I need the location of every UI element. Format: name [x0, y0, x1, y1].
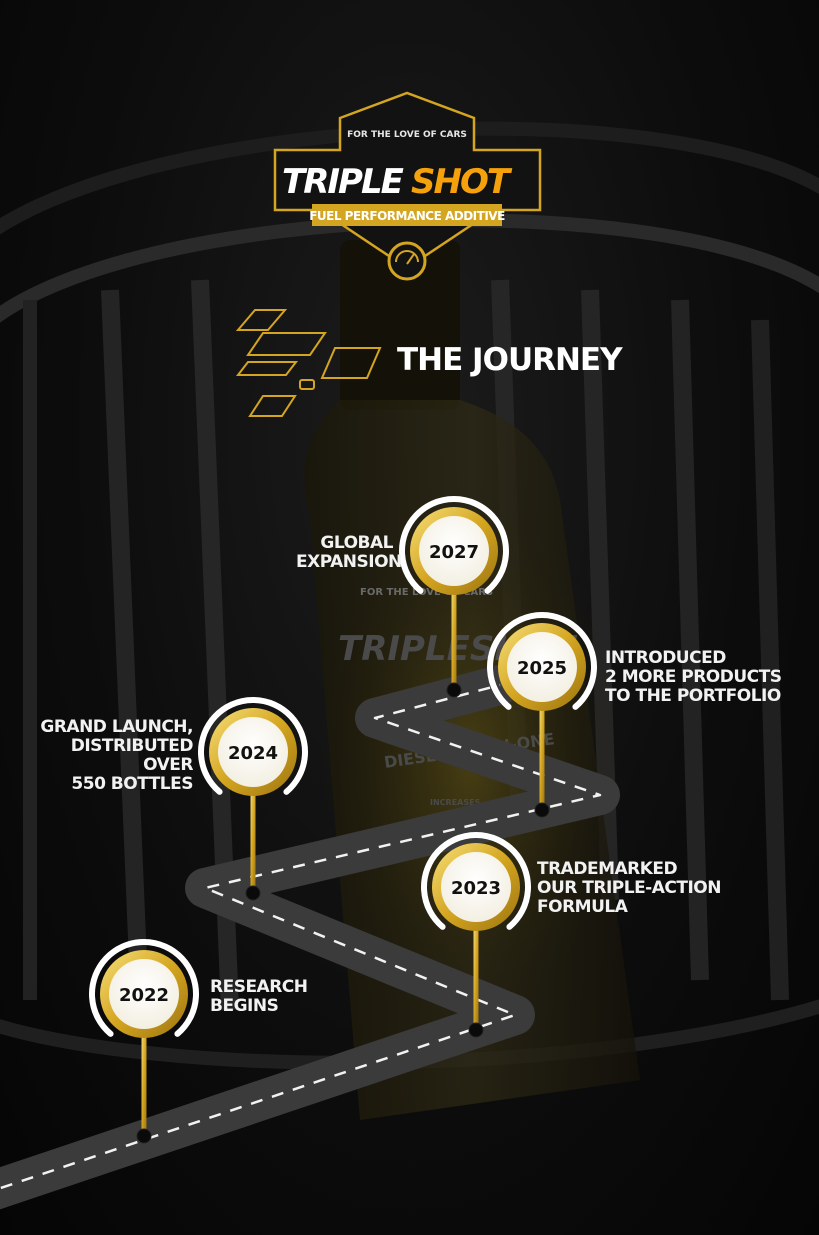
milestone-2027-text: GLOBAL EXPANSION — [296, 533, 402, 572]
milestone-pin-2024: 2024 — [198, 697, 308, 901]
road-dot — [468, 1022, 484, 1038]
milestone-pin-2027: 2027 — [399, 496, 509, 698]
milestone-pin-2025: 2025 — [487, 612, 597, 818]
milestone-2023-text: TRADEMARKED OUR TRIPLE-ACTION FORMULA — [537, 859, 721, 917]
gauge-icon — [387, 241, 427, 281]
pin-stem — [473, 917, 479, 1030]
milestone-pin-2022: 2022 — [89, 939, 199, 1144]
inner-disc — [507, 632, 577, 702]
outer-arc — [89, 939, 199, 1037]
inner-disc — [419, 516, 489, 586]
milestone-year: 2024 — [228, 743, 278, 764]
logo-tagline: FOR THE LOVE OF CARS — [347, 130, 467, 140]
logo-name-triple: TRIPLE — [282, 162, 404, 202]
inner-disc — [441, 852, 511, 922]
outer-arc — [198, 697, 308, 795]
logo-subtitle: FUEL PERFORMANCE ADDITIVE — [309, 209, 505, 223]
milestone-2022-text: RESEARCH BEGINS — [210, 977, 308, 1016]
road-dot — [245, 885, 261, 901]
inner-disc — [218, 717, 288, 787]
logo-name-shot: SHOT — [411, 162, 513, 202]
pin-stem — [141, 1024, 147, 1136]
bottle-tagline: FOR THE LOVE OF CARS — [360, 587, 493, 598]
pin-stem — [250, 782, 256, 893]
outer-arc — [421, 832, 531, 930]
milestone-year: 2025 — [517, 658, 567, 679]
section-title: THE JOURNEY — [397, 342, 623, 378]
pin-stem — [451, 581, 457, 690]
outer-arc — [487, 612, 597, 710]
inner-disc — [109, 959, 179, 1029]
road-dot — [534, 802, 550, 818]
pin-stem — [539, 697, 545, 810]
milestone-2024-text: GRAND LAUNCH, DISTRIBUTED OVER 550 BOTTL… — [40, 717, 193, 794]
milestone-year: 2027 — [429, 542, 479, 563]
outer-arc — [399, 496, 509, 594]
bottle-badge: INCREASES — [430, 798, 481, 807]
road-dot — [136, 1128, 152, 1144]
milestone-year: 2022 — [119, 985, 169, 1006]
milestone-year: 2023 — [451, 878, 501, 899]
milestone-pin-2023: 2023 — [421, 832, 531, 1038]
milestone-2025-text: INTRODUCED 2 MORE PRODUCTS TO THE PORTFO… — [605, 648, 782, 706]
road-dot — [446, 682, 462, 698]
